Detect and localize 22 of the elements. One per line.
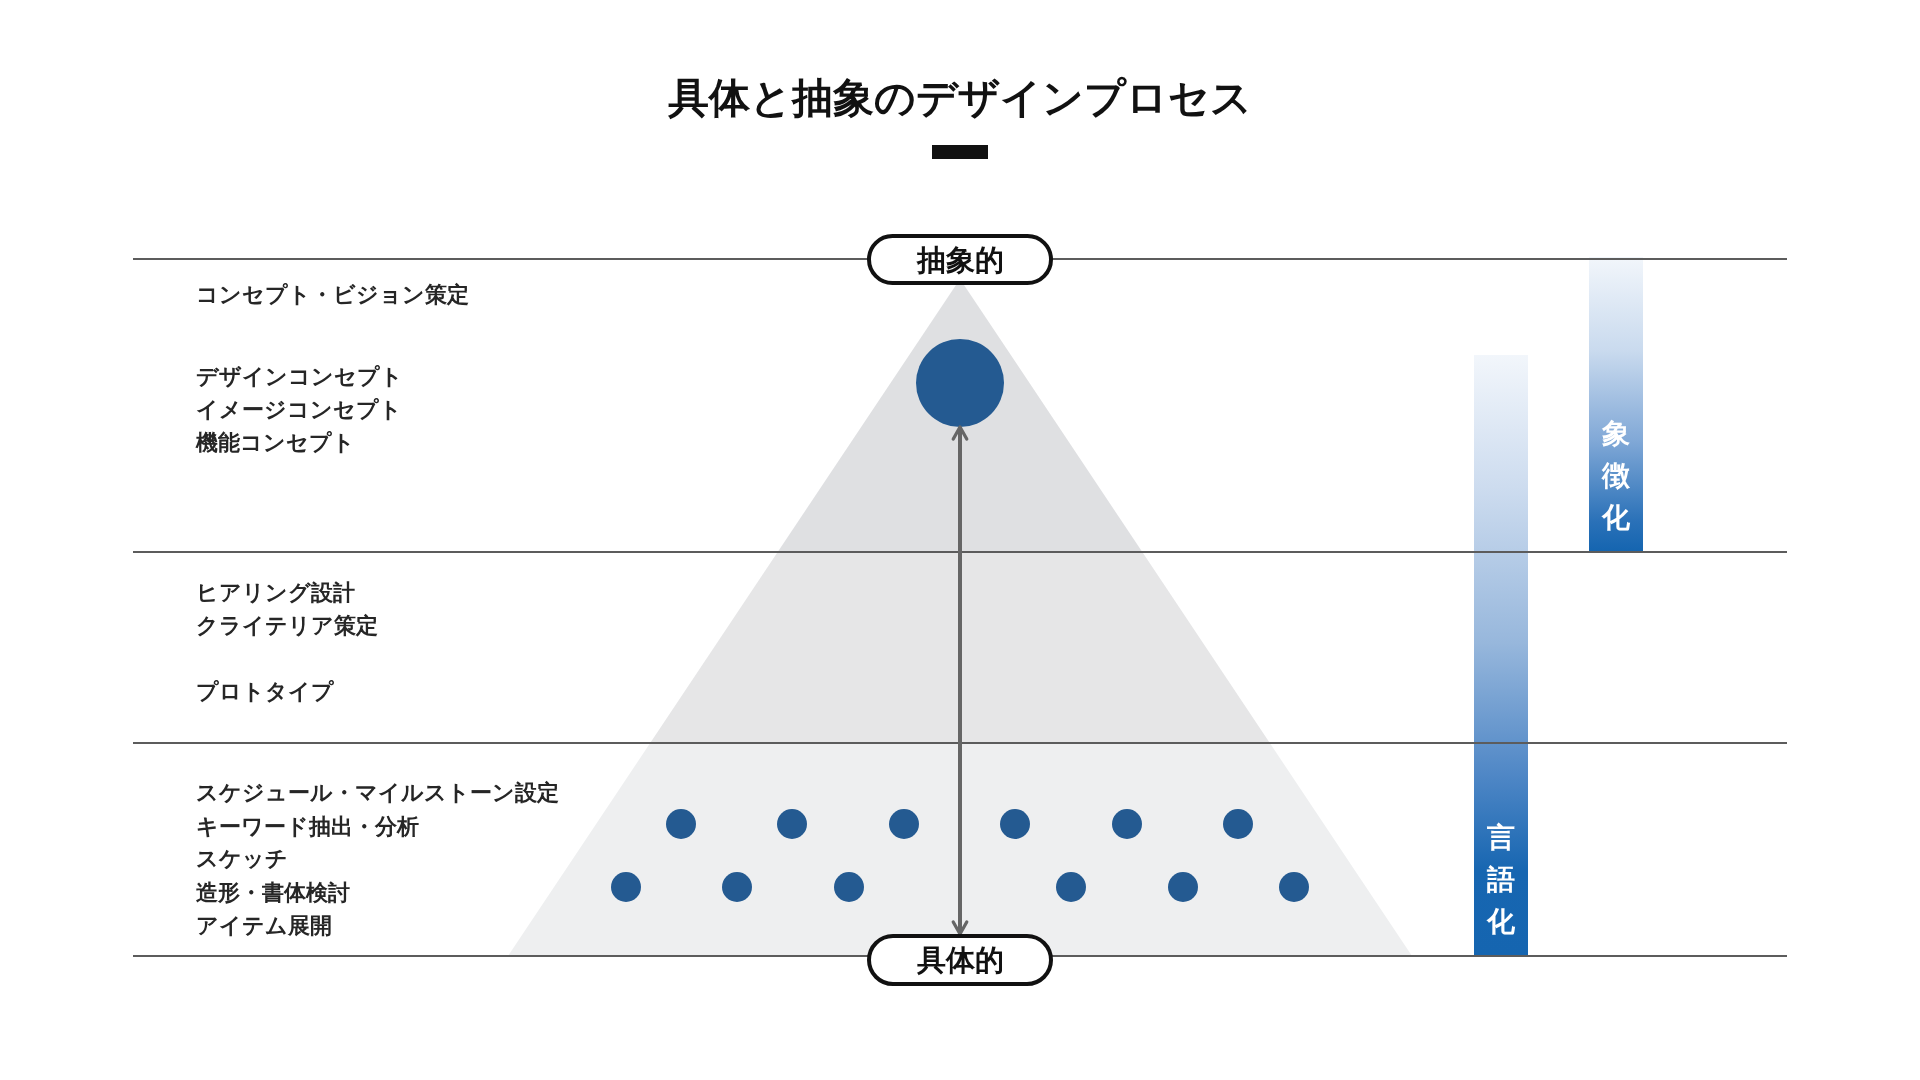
bar-label: 象徴化 <box>1601 416 1631 536</box>
level-pill <box>867 234 1053 285</box>
step-text: キーワード抽出・分析 <box>196 813 419 841</box>
step-text: スケジュール・マイルストーン設定 <box>196 779 559 807</box>
pill-label: 抽象的 <box>916 241 1004 278</box>
step-text: ヒアリング設計 <box>196 579 355 607</box>
pill-label: 具体的 <box>916 942 1004 978</box>
step-text: デザインコンセプト <box>196 363 403 391</box>
double-arrow <box>951 425 969 936</box>
gradient-bar <box>1589 257 1643 551</box>
level-pill <box>867 934 1053 986</box>
step-text: プロトタイプ <box>196 678 334 706</box>
title: 具体と抽象のデザインプロセス <box>668 73 1252 124</box>
bar-label: 言語化 <box>1486 820 1516 940</box>
step-text: コンセプト・ビジョン策定 <box>196 281 469 309</box>
step-text: イメージコンセプト <box>196 396 402 424</box>
step-text: アイテム展開 <box>196 912 332 940</box>
step-text: スケッチ <box>196 845 288 873</box>
gradient-bar <box>1474 355 1528 955</box>
step-text: クライテリア策定 <box>196 612 378 640</box>
step-text: 機能コンセプト <box>196 429 355 457</box>
step-text: 造形・書体検討 <box>196 879 350 907</box>
